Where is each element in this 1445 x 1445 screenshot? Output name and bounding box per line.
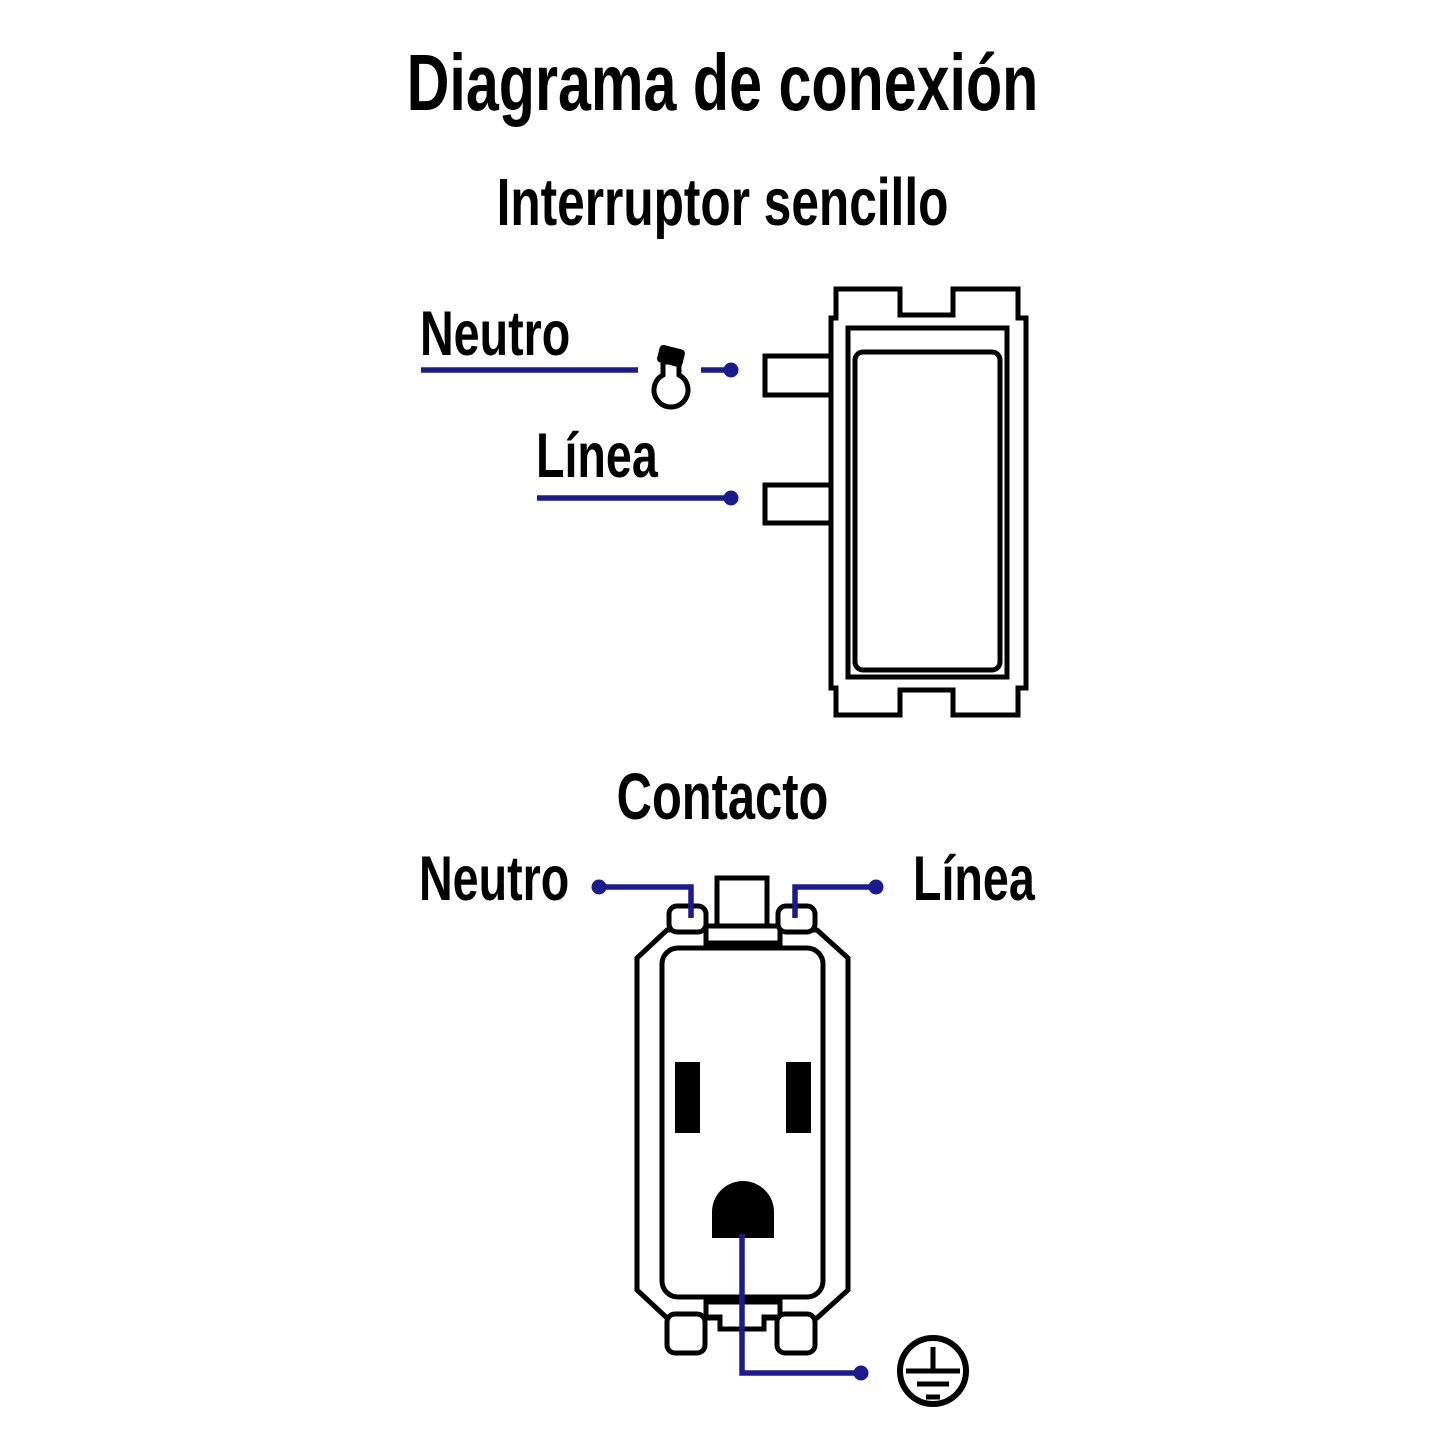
outlet-foot-left — [664, 1311, 708, 1356]
light-bulb-icon — [651, 344, 691, 410]
line-slot — [786, 1062, 811, 1133]
switch-section-title: Interruptor sencillo — [496, 165, 949, 240]
connection-dot — [723, 362, 739, 378]
ground-wire — [739, 1234, 854, 1376]
outlet-line-label: Línea — [913, 844, 1035, 914]
connection-dot — [723, 490, 739, 506]
ground-symbol-icon — [897, 1335, 969, 1407]
connection-dot — [591, 879, 607, 895]
outlet-section-title: Contacto — [616, 759, 829, 833]
outlet-module-drawing — [634, 875, 851, 1356]
switch-neutral-label: Neutro — [420, 299, 571, 369]
outlet-neutral-wire — [599, 884, 694, 918]
ground-hole — [712, 1181, 774, 1238]
outlet-top-tab — [714, 875, 770, 930]
connection-dot — [868, 879, 884, 895]
switch-terminal-line — [762, 482, 834, 526]
outlet-terminal-neutral — [666, 903, 709, 935]
ground-circle — [897, 1335, 969, 1407]
switch-module-drawing — [762, 286, 1029, 718]
switch-rocker — [852, 349, 1003, 673]
outlet-neutral-label: Neutro — [419, 844, 570, 914]
outlet-line-wire — [792, 884, 876, 918]
switch-terminal-neutral — [762, 353, 834, 398]
neutral-slot — [675, 1062, 700, 1133]
page-title: Diagrama de conexión — [406, 38, 1039, 127]
bulb-base — [657, 344, 685, 368]
outlet-top-plate — [703, 923, 783, 946]
bulb-glass — [651, 359, 691, 410]
connection-dot — [853, 1365, 869, 1381]
switch-line-label: Línea — [536, 421, 658, 491]
outlet-foot-right — [774, 1311, 818, 1356]
